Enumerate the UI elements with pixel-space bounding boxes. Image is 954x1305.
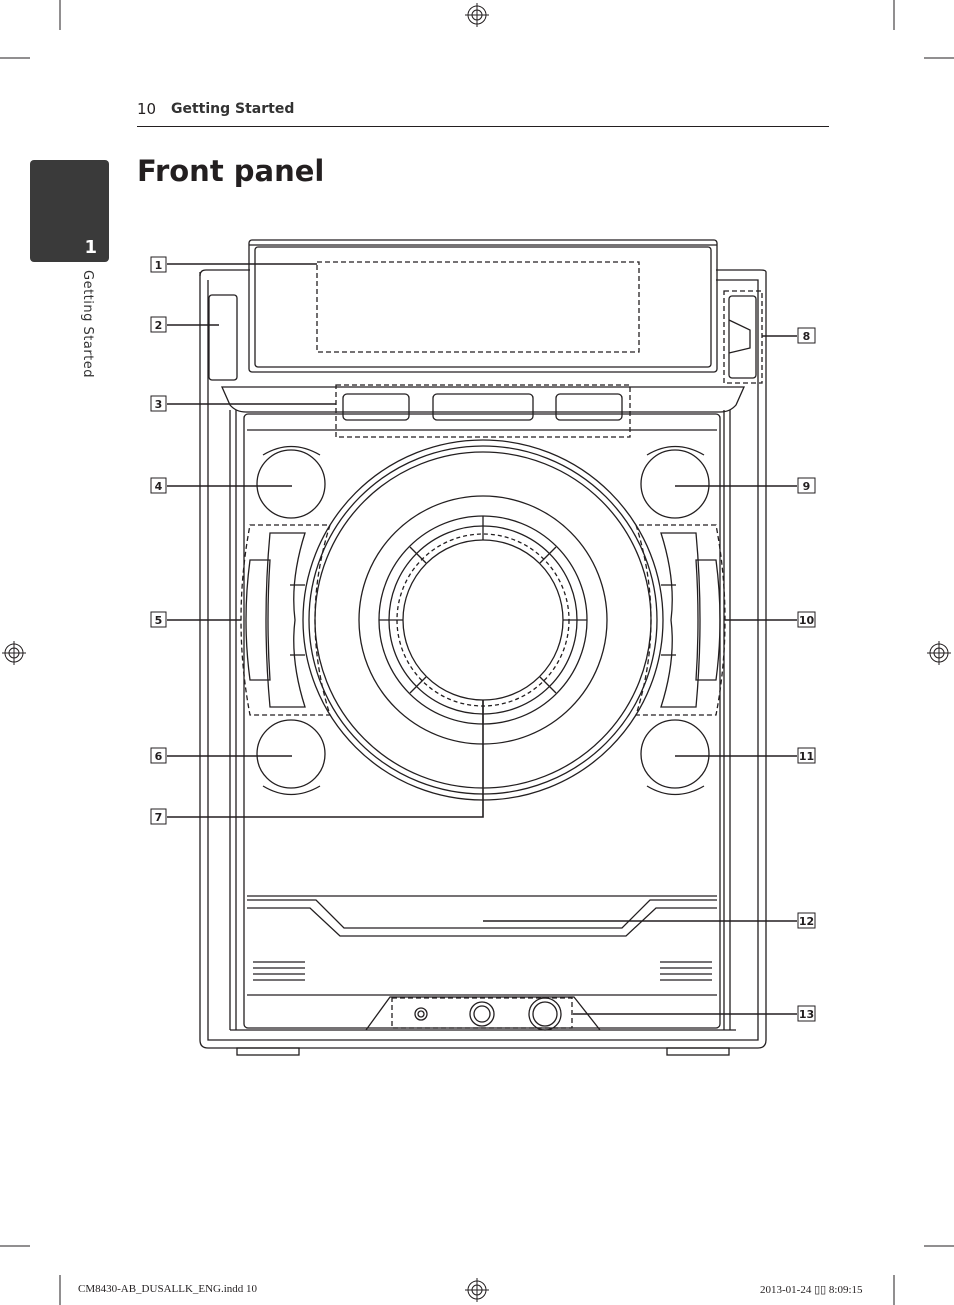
svg-text:10: 10 (799, 614, 815, 627)
svg-text:11: 11 (799, 750, 814, 763)
callout-7: 7 (150, 808, 167, 825)
chapter-side-label: Getting Started (80, 270, 95, 379)
page-number: 10 (137, 100, 157, 118)
foot-right (666, 1047, 730, 1056)
disc-tray (247, 895, 717, 937)
callout-9: 9 (797, 477, 816, 494)
foot-left (236, 1047, 300, 1056)
footer-file-name: CM8430-AB_DUSALLK_ENG.indd 10 (78, 1283, 258, 1295)
callout-11: 11 (797, 747, 816, 764)
page-title: Front panel (137, 154, 325, 188)
svg-text:2: 2 (155, 319, 163, 332)
chapter-number: 1 (84, 237, 97, 258)
registration-mark-left (2, 641, 26, 665)
registration-mark-top (465, 3, 489, 27)
running-header: 10 Getting Started (137, 100, 829, 127)
callout-4: 4 (150, 477, 167, 494)
svg-text:9: 9 (803, 480, 811, 493)
top-control-strip (220, 384, 746, 438)
power-button-panel (208, 294, 238, 381)
knob-bottom-left (256, 719, 326, 796)
usb-port-panel (723, 290, 763, 384)
callout-10: 10 (797, 611, 816, 628)
callout-6: 6 (150, 747, 167, 764)
registration-mark-bottom (465, 1278, 489, 1302)
svg-text:13: 13 (799, 1008, 814, 1021)
callout-markers: 1 2 3 4 5 6 7 8 9 10 11 12 13 (150, 256, 816, 1022)
jack-panel (247, 994, 717, 1031)
svg-text:1: 1 (155, 259, 163, 272)
svg-text:6: 6 (155, 750, 163, 763)
callout-8: 8 (797, 327, 816, 344)
left-arc-buttons (240, 524, 331, 716)
svg-text:5: 5 (155, 614, 163, 627)
registration-mark-right (927, 641, 951, 665)
right-arc-buttons (635, 524, 726, 716)
leader-lines (167, 263, 797, 1015)
callout-13: 13 (797, 1005, 816, 1022)
cabinet-outline (199, 269, 767, 1049)
vent-right (660, 961, 712, 981)
callout-12: 12 (797, 912, 816, 929)
knob-bottom-right (640, 719, 710, 796)
callout-5: 5 (150, 611, 167, 628)
callout-2: 2 (150, 316, 167, 333)
svg-text:3: 3 (155, 398, 163, 411)
header-section-title: Getting Started (171, 101, 295, 117)
callout-1: 1 (150, 256, 167, 273)
svg-text:7: 7 (155, 811, 163, 824)
callout-3: 3 (150, 395, 167, 412)
svg-text:12: 12 (799, 915, 814, 928)
svg-text:4: 4 (155, 480, 163, 493)
footer-timestamp: 2013-01-24 ▯▯ 8:09:15 (760, 1284, 863, 1296)
knob-top-right (640, 445, 710, 519)
chapter-tab: 1 (30, 160, 109, 262)
svg-text:8: 8 (803, 330, 811, 343)
knob-top-left (256, 445, 326, 519)
vent-left (253, 961, 305, 981)
display-unit (248, 239, 718, 373)
